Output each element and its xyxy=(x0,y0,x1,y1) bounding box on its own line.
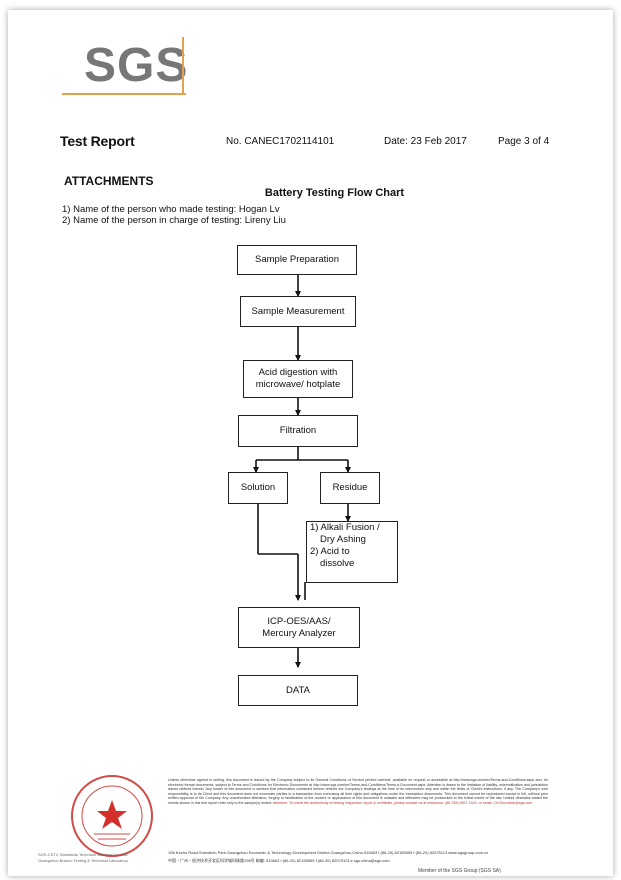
logo-text: SGS xyxy=(84,39,189,92)
attachments-heading: ATTACHMENTS xyxy=(64,174,154,188)
alkali-line-2: Dry Ashing xyxy=(320,534,366,545)
disclaimer-text: Unless otherwise agreed in writing, this… xyxy=(168,778,548,805)
report-page: SGS Test Report No. CANEC1702114101 Date… xyxy=(8,10,613,876)
page-indicator: Page 3 of 4 xyxy=(498,136,550,147)
legal-disclaimer: Unless otherwise agreed in writing, this… xyxy=(168,778,548,806)
flow-chart-title: Battery Testing Flow Chart xyxy=(8,187,613,199)
address-chinese: 中国・广州・经济技术开发区科学城科珠路198号 邮编: 510663 t (86… xyxy=(168,858,390,863)
flow-step-sample-preparation: Sample Preparation xyxy=(237,245,357,275)
flow-step-solution: Solution xyxy=(228,472,288,504)
flow-step-acid-digestion: Acid digestion with microwave/ hotplate xyxy=(243,360,353,398)
flow-step-sample-measurement: Sample Measurement xyxy=(240,296,356,327)
tester-name: 1) Name of the person who made testing: … xyxy=(62,204,280,215)
address-english: 198 Kezhu Road,Scientech Park Guangzhou … xyxy=(168,850,489,855)
acid-digestion-line-1: Acid digestion with xyxy=(258,367,338,378)
stamp-caption-2: Guangzhou Branch Testing & Technical Lab… xyxy=(38,858,128,863)
icp-line-2: Mercury Analyzer xyxy=(262,627,336,639)
company-stamp xyxy=(71,775,153,857)
report-number: No. CANEC1702114101 xyxy=(226,136,335,147)
logo-divider-horizontal xyxy=(62,93,186,95)
stamp-caption-1: SGS-CSTC Standards Technical Services Co… xyxy=(38,852,129,857)
flow-step-data: DATA xyxy=(238,675,358,706)
icp-line-1: ICP-OES/AAS/ xyxy=(267,615,331,627)
alkali-line-3: 2) Acid to xyxy=(310,546,350,557)
sgs-member-line: Member of the SGS Group (SGS SA) xyxy=(418,868,501,874)
alkali-line-1: 1) Alkali Fusion / xyxy=(310,522,380,533)
supervisor-name: 2) Name of the person in charge of testi… xyxy=(62,215,286,226)
flow-chart-title-text: Battery Testing Flow Chart xyxy=(264,187,405,199)
authenticity-notice: Attention: To check the authenticity of … xyxy=(272,800,533,805)
logo-divider-vertical xyxy=(182,37,184,95)
alkali-line-4: dissolve xyxy=(320,558,355,569)
report-date: Date: 23 Feb 2017 xyxy=(384,136,467,147)
flow-step-alkali-fusion: 1) Alkali Fusion / Dry Ashing 2) Acid to… xyxy=(306,521,398,583)
acid-digestion-line-2: microwave/ hotplate xyxy=(255,379,341,390)
flow-step-icp-analysis: ICP-OES/AAS/ Mercury Analyzer xyxy=(238,607,360,648)
report-title: Test Report xyxy=(60,133,135,149)
flow-connectors xyxy=(253,275,351,668)
flow-step-residue: Residue xyxy=(320,472,380,504)
flow-step-filtration: Filtration xyxy=(238,415,358,447)
sgs-logo: SGS xyxy=(62,37,189,95)
